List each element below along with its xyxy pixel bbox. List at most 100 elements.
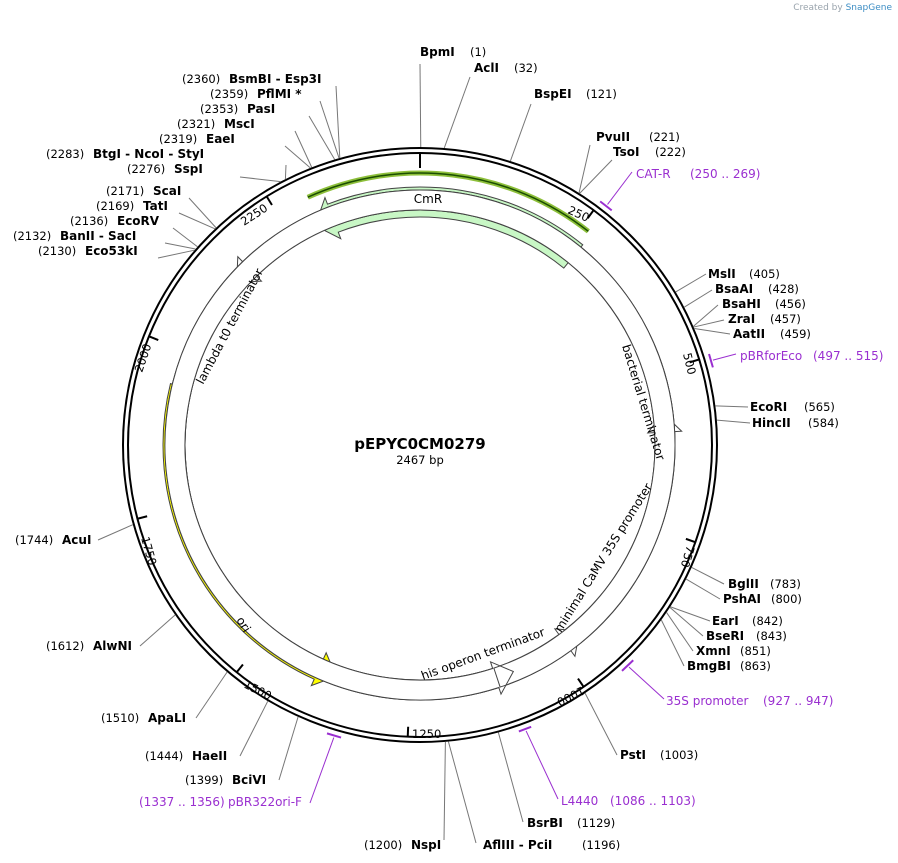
svg-text:(2130): (2130)	[38, 244, 76, 258]
svg-text:(565): (565)	[804, 400, 835, 414]
svg-text:(1744): (1744)	[15, 533, 53, 547]
enzyme-label-acli: AclI (32)	[474, 61, 538, 75]
his-terminator-arrow	[164, 189, 676, 701]
leader-line-7	[683, 289, 713, 308]
leader-line-27	[284, 164, 287, 180]
leader-line-17	[666, 612, 694, 652]
leader-line-14	[685, 578, 721, 600]
svg-text:HaeII: HaeII	[192, 749, 227, 763]
svg-text:pBRforEco: pBRforEco	[740, 349, 802, 363]
svg-text:ScaI: ScaI	[153, 184, 181, 198]
svg-text:(222): (222)	[655, 145, 686, 159]
svg-text:(1444): (1444)	[145, 749, 183, 763]
svg-text:BglII: BglII	[728, 577, 759, 591]
leader-line-32	[164, 242, 196, 250]
svg-text:AlwNI: AlwNI	[93, 639, 132, 653]
svg-text:(2169): (2169)	[96, 199, 134, 213]
svg-text:(221): (221)	[649, 130, 680, 144]
created-by-credit: Created by SnapGene	[793, 3, 892, 13]
svg-text:(2136): (2136)	[70, 214, 108, 228]
svg-text:MslI: MslI	[708, 267, 736, 281]
leader-line-19	[584, 692, 618, 756]
leader-line-4	[578, 144, 591, 194]
leader-line-22	[335, 85, 341, 159]
leader-line-31	[172, 227, 198, 248]
svg-text:(1399): (1399)	[185, 773, 223, 787]
tick-label-2000: 2000	[132, 342, 155, 374]
enzyme-label-zrai: ZraI (457)	[728, 312, 801, 326]
leader-line-12	[716, 419, 751, 424]
svg-text:(497 .. 515): (497 .. 515)	[813, 349, 883, 363]
leader-line-18	[660, 619, 685, 667]
svg-text:(1003): (1003)	[660, 748, 698, 762]
leader-line-23	[319, 100, 340, 159]
primer-label-pbrforeco: pBRforEco (497 .. 515)	[740, 349, 883, 363]
svg-text:(2360): (2360)	[182, 72, 220, 86]
enzyme-label-hincii: HincII (584)	[752, 416, 839, 430]
svg-text:(1): (1)	[470, 45, 486, 59]
tick-label-1000: 1000	[555, 683, 587, 709]
svg-text:(456): (456)	[775, 297, 806, 311]
svg-text:XmnI: XmnI	[696, 644, 731, 658]
leader-line-15	[670, 606, 711, 622]
tick-label-500: 500	[680, 351, 699, 376]
enzyme-label-msci: (2321) MscI	[177, 117, 255, 131]
svg-text:L4440: L4440	[561, 794, 598, 808]
tick-label-1500: 1500	[242, 677, 274, 703]
enzyme-label-xmni: XmnI (851)	[696, 644, 771, 658]
svg-text:BciVI: BciVI	[232, 773, 266, 787]
svg-text:BspEI: BspEI	[534, 87, 572, 101]
svg-text:(842): (842)	[752, 614, 783, 628]
enzyme-label-pvuii: PvuII (221)	[596, 130, 680, 144]
enzyme-label-psti: PstI (1003)	[620, 748, 698, 762]
enzyme-label-bsahi: BsaHI (456)	[722, 297, 806, 311]
svg-text:BseRI: BseRI	[706, 629, 744, 643]
leader-line-39	[443, 741, 446, 841]
svg-text:(863): (863)	[740, 659, 771, 673]
svg-text:(405): (405)	[749, 267, 780, 281]
primer-mark-4	[518, 725, 532, 733]
enzyme-label-afliii-pcii: AflIII - PciI (1196)	[483, 838, 620, 852]
enzyme-label-bsrbi: BsrBI (1129)	[527, 816, 615, 830]
leader-line-25	[294, 130, 313, 168]
plasmid-name: pEPYC0CM0279	[354, 435, 485, 453]
svg-text:(2283): (2283)	[46, 147, 84, 161]
credit-prefix: Created by	[793, 3, 843, 13]
tick-mark-250	[586, 209, 595, 219]
enzyme-label-bmgbi: BmgBI (863)	[687, 659, 771, 673]
svg-text:(1196): (1196)	[582, 838, 620, 852]
svg-text:(1129): (1129)	[577, 816, 615, 830]
leader-line-10	[694, 327, 731, 335]
tick-mark-2250	[265, 195, 273, 206]
enzyme-label-ecori: EcoRI (565)	[750, 400, 835, 414]
plasmid-length: 2467 bp	[396, 453, 444, 467]
enzyme-label-banii-saci: (2132) BanII - SacI	[13, 229, 136, 243]
leader-line-30	[178, 212, 216, 230]
enzyme-label-pasi: (2353) PasI	[200, 102, 275, 116]
enzyme-label-haeii: (1444) HaeII	[145, 749, 227, 763]
svg-text:(584): (584)	[808, 416, 839, 430]
svg-text:PstI: PstI	[620, 748, 646, 762]
leader-line-6	[675, 273, 707, 293]
svg-text:HincII: HincII	[752, 416, 791, 430]
svg-text:BtgI - NcoI - StyI: BtgI - NcoI - StyI	[93, 147, 204, 161]
leader-line-13	[691, 566, 725, 585]
svg-text:(1086 .. 1103): (1086 .. 1103)	[610, 794, 696, 808]
svg-text:(2276): (2276)	[127, 162, 165, 176]
enzyme-label-msli: MslI (405)	[708, 267, 780, 281]
svg-text:(2171): (2171)	[106, 184, 144, 198]
enzyme-label-bseri: BseRI (843)	[706, 629, 787, 643]
primer-label-pbr322ori-f: (1337 .. 1356) pBR322ori-F	[139, 795, 302, 809]
leader-line-35	[139, 614, 176, 647]
backbone-outer-ring	[122, 147, 718, 743]
enzyme-label-alwni: (1612) AlwNI	[46, 639, 132, 653]
leader-line-36	[195, 671, 228, 719]
leader-line-11	[715, 405, 749, 408]
svg-text:35S promoter: 35S promoter	[666, 694, 748, 708]
svg-text:ZraI: ZraI	[728, 312, 755, 326]
primer-mark-1	[599, 200, 613, 212]
svg-text:PshAI: PshAI	[723, 592, 761, 606]
enzyme-label-eaei: (2319) EaeI	[159, 132, 235, 146]
leader-line-34	[97, 524, 134, 541]
svg-text:Eco53kI: Eco53kI	[85, 244, 138, 258]
